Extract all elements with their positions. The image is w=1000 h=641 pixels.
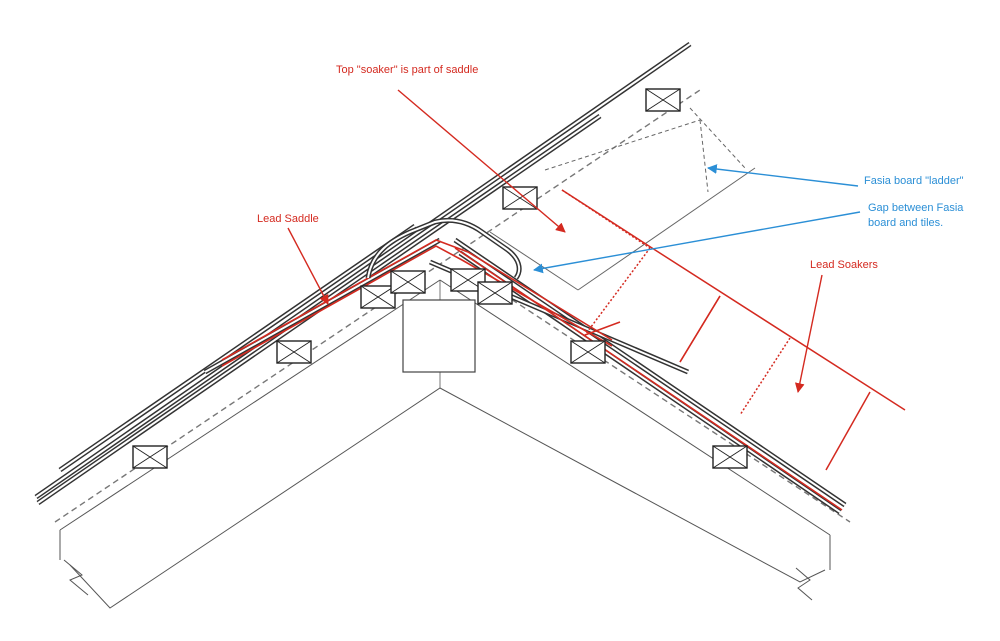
underlay-dashed [54,89,851,523]
lead-saddle-lines [221,239,843,511]
battens [132,88,748,469]
fasia-ladder-arrow [707,164,859,187]
lead-saddle-label: Lead Saddle [257,213,319,225]
fasia-ladder-label: Fasia board "ladder" [864,175,964,187]
gap-label-line2: board and tiles. [868,217,943,229]
fasia-ladder [489,107,756,291]
gap-label-line1: Gap between Fasia [868,202,964,214]
lead-soakers-arrow [794,274,823,393]
lead-soakers-label: Lead Soakers [810,259,878,271]
gap-arrow [533,211,861,274]
ridge-block [402,299,476,373]
right-tile-courses [429,237,847,515]
rafter-structure [59,279,831,609]
top-soaker-arrow [397,89,566,233]
lead-saddle-arrow [287,227,329,305]
top-soaker-label: Top "soaker" is part of saddle [336,64,478,76]
left-tile-courses [34,41,692,506]
lead-soakers [561,189,906,471]
